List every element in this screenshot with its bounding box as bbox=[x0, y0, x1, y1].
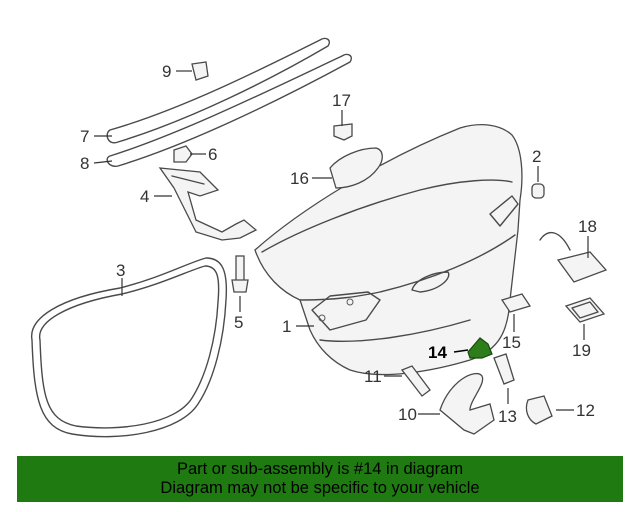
callout-3: 3 bbox=[116, 261, 125, 280]
bolt-5 bbox=[231, 255, 249, 293]
bolt-13 bbox=[493, 353, 515, 385]
banner-line-1: Part or sub-assembly is #14 in diagram bbox=[176, 460, 464, 478]
callout-1: 1 bbox=[282, 317, 291, 336]
support-rods bbox=[106, 37, 352, 167]
callouts: 9 7 8 6 4 3 5 17 16 2 18 1 15 19 14 11 1 bbox=[80, 62, 597, 426]
callout-17: 17 bbox=[332, 91, 351, 110]
callout-19: 19 bbox=[572, 341, 591, 360]
weatherstrip bbox=[31, 257, 228, 438]
release-18 bbox=[539, 231, 608, 283]
callout-6: 6 bbox=[208, 145, 217, 164]
callout-11: 11 bbox=[364, 367, 382, 386]
callout-8: 8 bbox=[80, 154, 89, 173]
part-19 bbox=[564, 297, 606, 323]
callout-15: 15 bbox=[502, 333, 521, 352]
part-12 bbox=[525, 395, 553, 425]
hinge bbox=[158, 167, 258, 241]
callout-16: 16 bbox=[290, 169, 309, 188]
info-banner: Part or sub-assembly is #14 in diagram D… bbox=[17, 456, 623, 502]
trunk-lid bbox=[254, 124, 523, 376]
callout-18: 18 bbox=[578, 217, 597, 236]
callout-14: 14 bbox=[428, 343, 447, 362]
nut-6 bbox=[173, 145, 193, 163]
pin-17 bbox=[333, 123, 353, 141]
callout-12: 12 bbox=[576, 401, 595, 420]
callout-10: 10 bbox=[398, 405, 417, 424]
callout-4: 4 bbox=[140, 187, 149, 206]
callout-5: 5 bbox=[234, 313, 243, 332]
switch-15 bbox=[500, 293, 532, 313]
clip-9 bbox=[191, 61, 209, 81]
callout-7: 7 bbox=[80, 127, 89, 146]
latch-10 bbox=[439, 372, 495, 435]
bumper-2 bbox=[531, 183, 545, 199]
bolt-11 bbox=[400, 365, 431, 397]
callout-13: 13 bbox=[498, 407, 517, 426]
handle-16 bbox=[329, 147, 383, 189]
callout-2: 2 bbox=[532, 147, 541, 166]
parts-diagram: 9 7 8 6 4 3 5 17 16 2 18 1 15 19 14 11 1 bbox=[31, 37, 608, 438]
callout-9: 9 bbox=[162, 62, 171, 81]
part-14-highlighted bbox=[467, 337, 493, 359]
banner-line-2: Diagram may not be specific to your vehi… bbox=[160, 479, 480, 497]
